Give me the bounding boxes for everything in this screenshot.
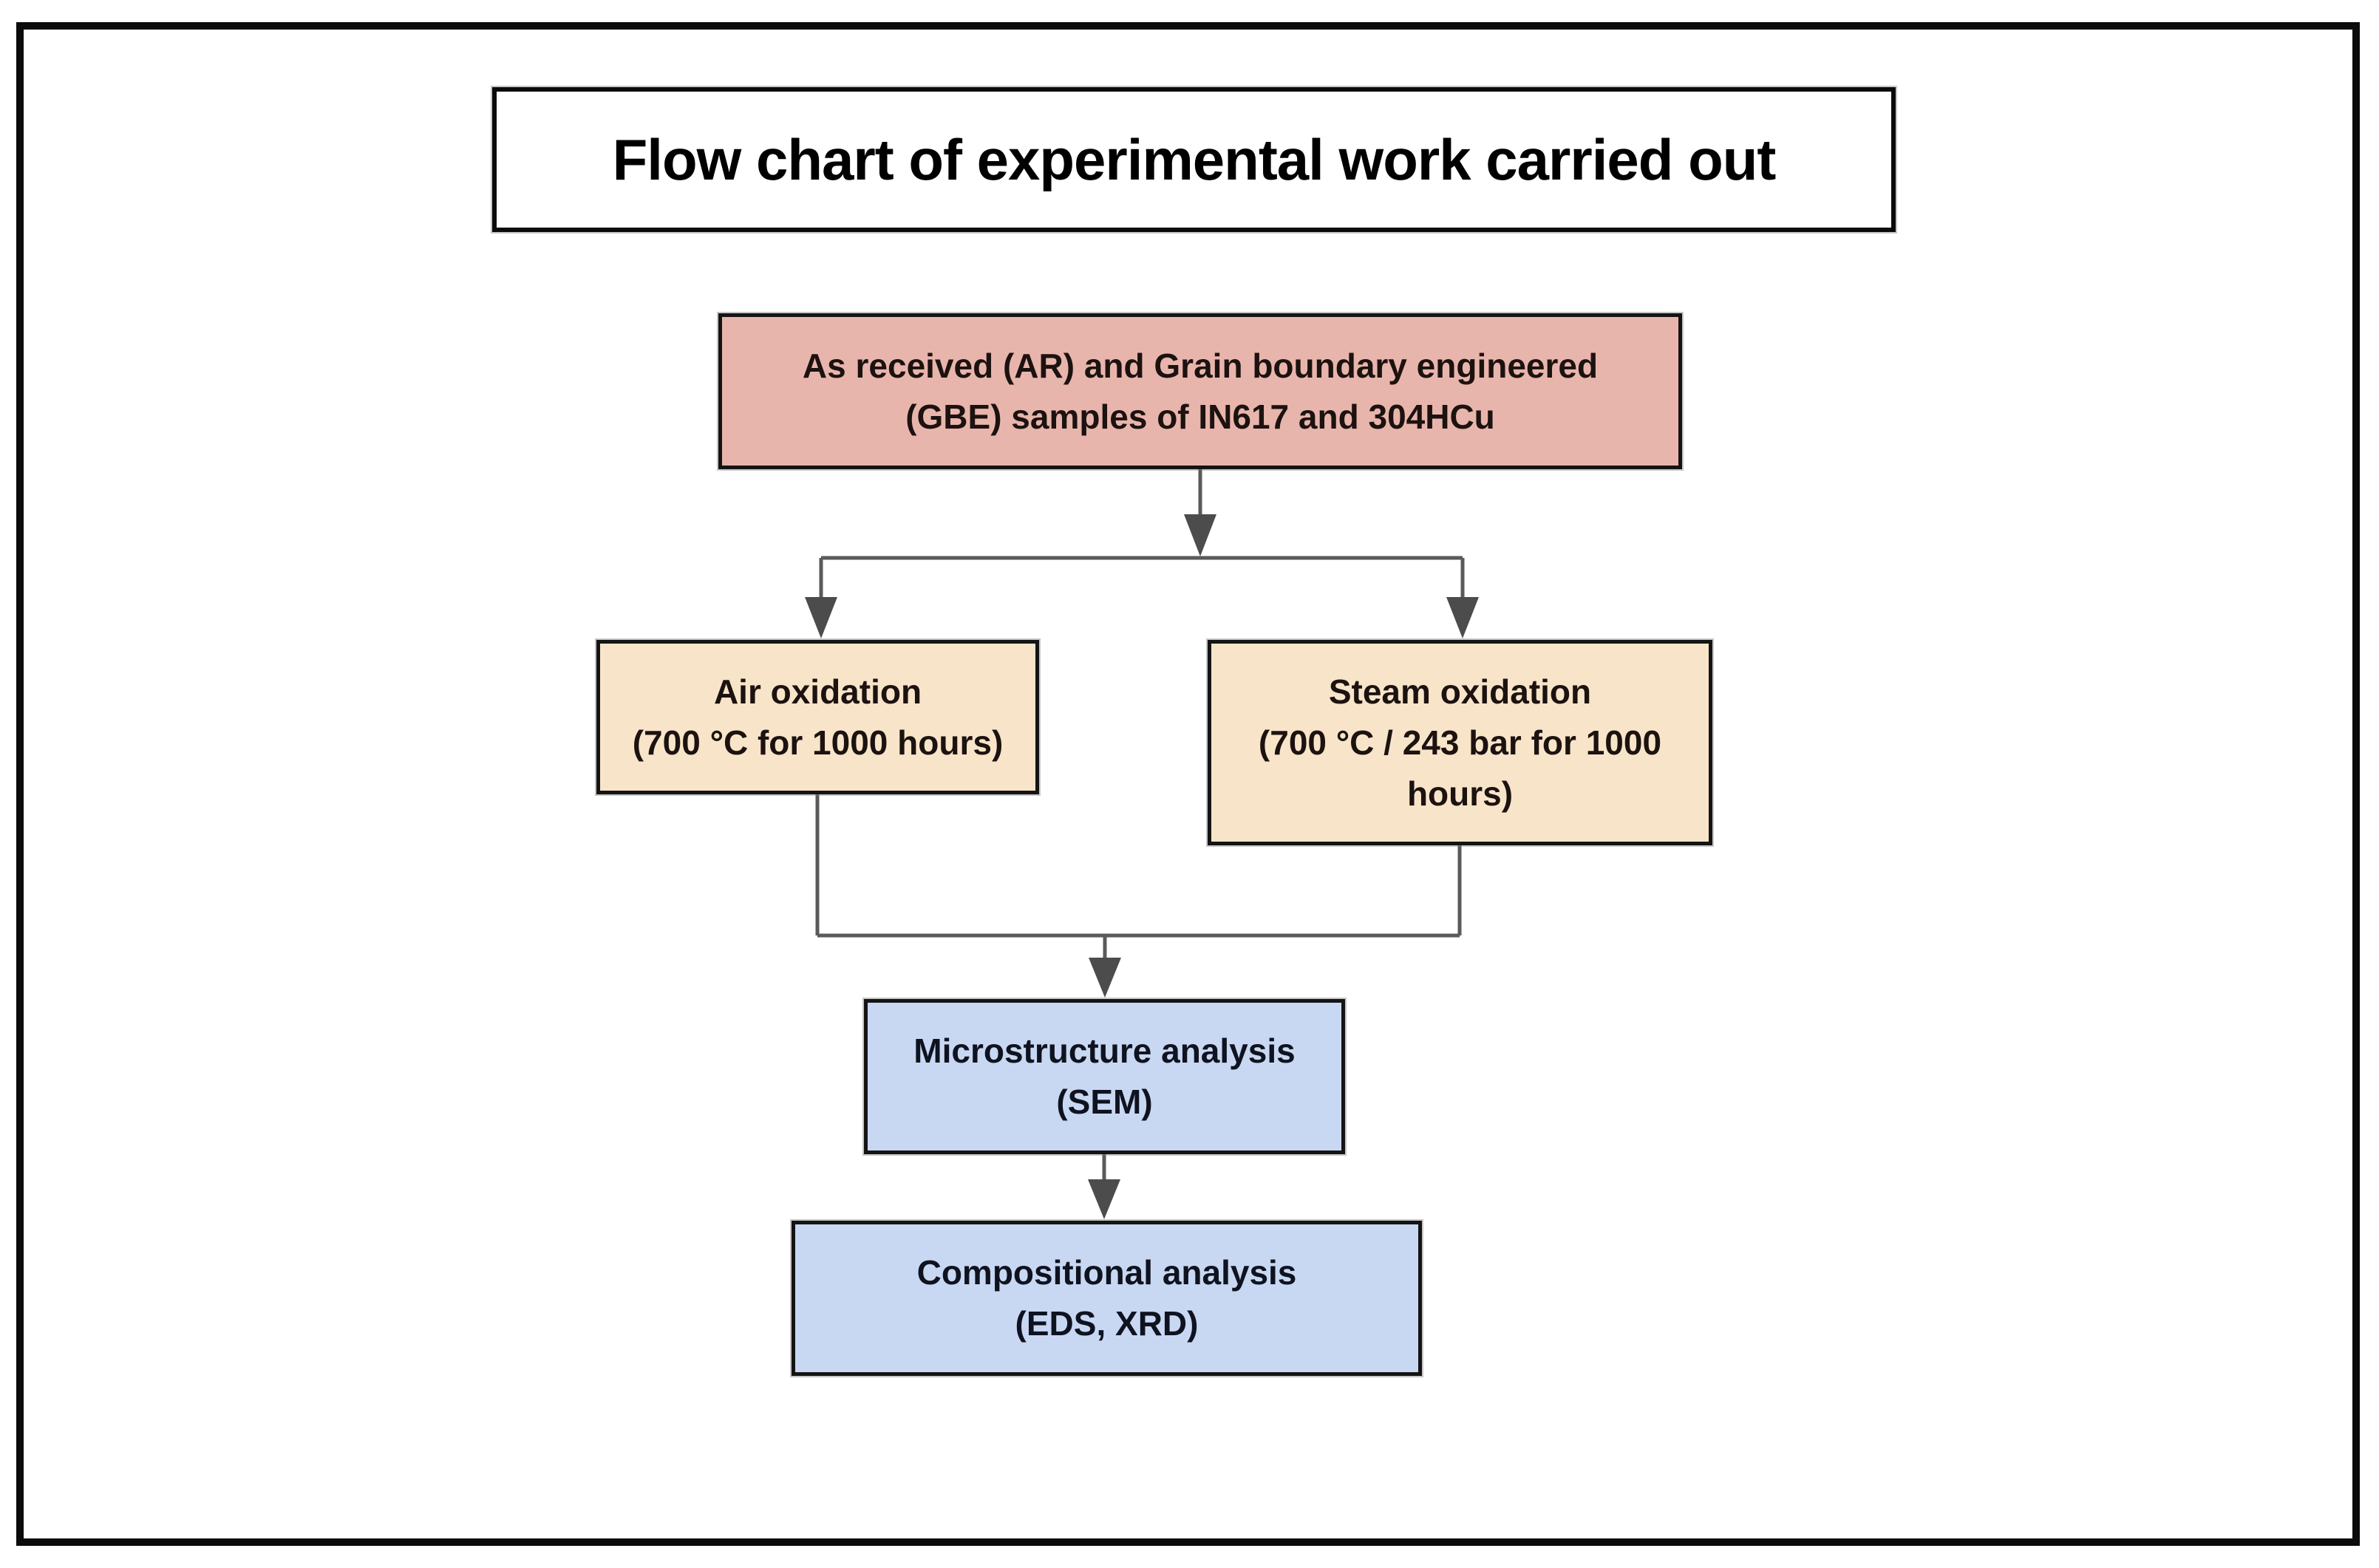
node-micro-label: Microstructure analysis bbox=[913, 1032, 1296, 1070]
node-samples: As received (AR) and Grain boundary engi… bbox=[718, 313, 1682, 469]
node-air-oxidation: Air oxidation (700 °C for 1000 hours) bbox=[596, 640, 1039, 794]
arrowhead-to-microstructure bbox=[1089, 958, 1121, 998]
arrowhead-to-steam bbox=[1446, 597, 1479, 638]
node-steam-label: Steam oxidation bbox=[1328, 672, 1592, 711]
arrowhead-to-compositional bbox=[1088, 1179, 1120, 1219]
outer-frame bbox=[16, 22, 2360, 1546]
node-micro-detail: (SEM) bbox=[1056, 1083, 1153, 1121]
title-box: Flow chart of experimental work carried … bbox=[492, 87, 1896, 232]
node-compositional-analysis: Compositional analysis (EDS, XRD) bbox=[792, 1221, 1422, 1376]
node-microstructure-analysis: Microstructure analysis (SEM) bbox=[864, 999, 1345, 1154]
node-comp-label: Compositional analysis bbox=[916, 1253, 1297, 1292]
page-title: Flow chart of experimental work carried … bbox=[612, 126, 1777, 192]
node-samples-line2: (GBE) samples of IN617 and 304HCu bbox=[905, 397, 1495, 436]
arrowhead-to-air bbox=[805, 597, 837, 638]
node-steam-detail: (700 °C / 243 bar for 1000 hours) bbox=[1258, 723, 1662, 813]
node-air-label: Air oxidation bbox=[713, 672, 922, 711]
node-comp-detail: (EDS, XRD) bbox=[1015, 1304, 1199, 1343]
node-air-detail: (700 °C for 1000 hours) bbox=[632, 723, 1004, 762]
node-steam-oxidation: Steam oxidation (700 °C / 243 bar for 10… bbox=[1208, 640, 1712, 845]
arrowhead-to-branch bbox=[1184, 514, 1216, 556]
node-samples-line1: As received (AR) and Grain boundary engi… bbox=[802, 346, 1599, 385]
